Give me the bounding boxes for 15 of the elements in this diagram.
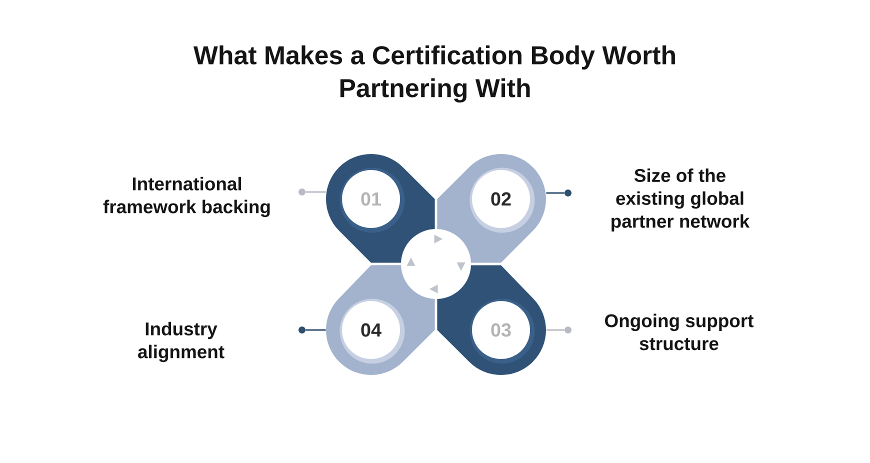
direction-arrow [456,262,466,271]
petal-badge: 02 [437,154,546,263]
leader-line [546,192,564,194]
item-label: International framework backing [103,176,270,218]
leader-line [306,329,326,331]
title: What Makes a Certification Body Worth Partnering With [193,45,675,103]
item-label: Ongoing support structure [605,314,754,350]
leader-line [546,329,564,331]
petal-badge: 03 [437,265,546,375]
petal-badge: 01 [326,154,435,263]
item-label: Industry alignment [138,322,224,362]
leader-line [306,191,326,193]
item-label: Size of the existing global partner network [612,168,750,232]
petal-badge: 04 [326,265,435,375]
leader-dot [298,326,306,334]
